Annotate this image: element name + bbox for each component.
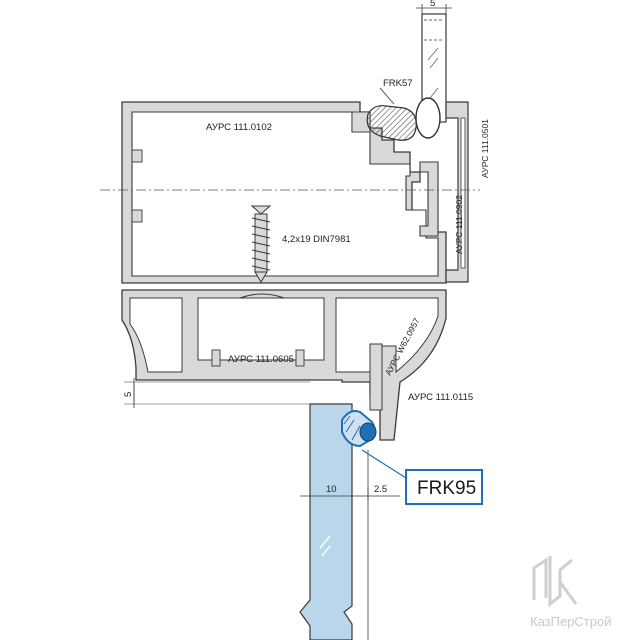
label-aypc-111-0605: АУРС 111.0605	[228, 354, 294, 365]
logo-text: КазПерСтрой	[530, 614, 612, 629]
lower-frame-profile	[121, 289, 447, 441]
dim-gap: 2.5	[374, 484, 387, 495]
upper-profile	[121, 101, 447, 284]
top-glass-dimension: 5	[416, 0, 452, 14]
kazperstroy-logo: КазПерСтрой	[530, 556, 612, 629]
label-frk95: FRK95	[417, 478, 476, 499]
label-aypc-111-0902: АУРС 111.0902	[454, 195, 464, 254]
label-aypc-111-0102: АУРС 111.0102	[206, 122, 272, 133]
label-screw: 4,2х19 DIN7981	[282, 234, 351, 245]
insert-0902	[419, 161, 439, 237]
seal-frk57	[366, 97, 441, 141]
seal-frk95	[341, 410, 377, 448]
dim-left-offset: 5	[123, 392, 134, 397]
label-aypc-111-0115: АУРС 111.0115	[408, 392, 473, 403]
bottom-dimensions: 10 2.5	[300, 484, 400, 500]
glazing-bead-0501	[445, 101, 469, 283]
dim-glass-width: 10	[326, 484, 337, 495]
frk95-callout: FRK95	[361, 449, 483, 505]
dim-glass-top-width: 5	[430, 0, 435, 9]
bottom-glass-pane	[299, 403, 369, 640]
left-dimension: 5	[123, 378, 310, 408]
label-frk57: FRK57	[383, 78, 413, 89]
label-aypc-111-0501: АУРС 111.0501	[480, 119, 490, 178]
screw-din7981	[250, 205, 272, 283]
